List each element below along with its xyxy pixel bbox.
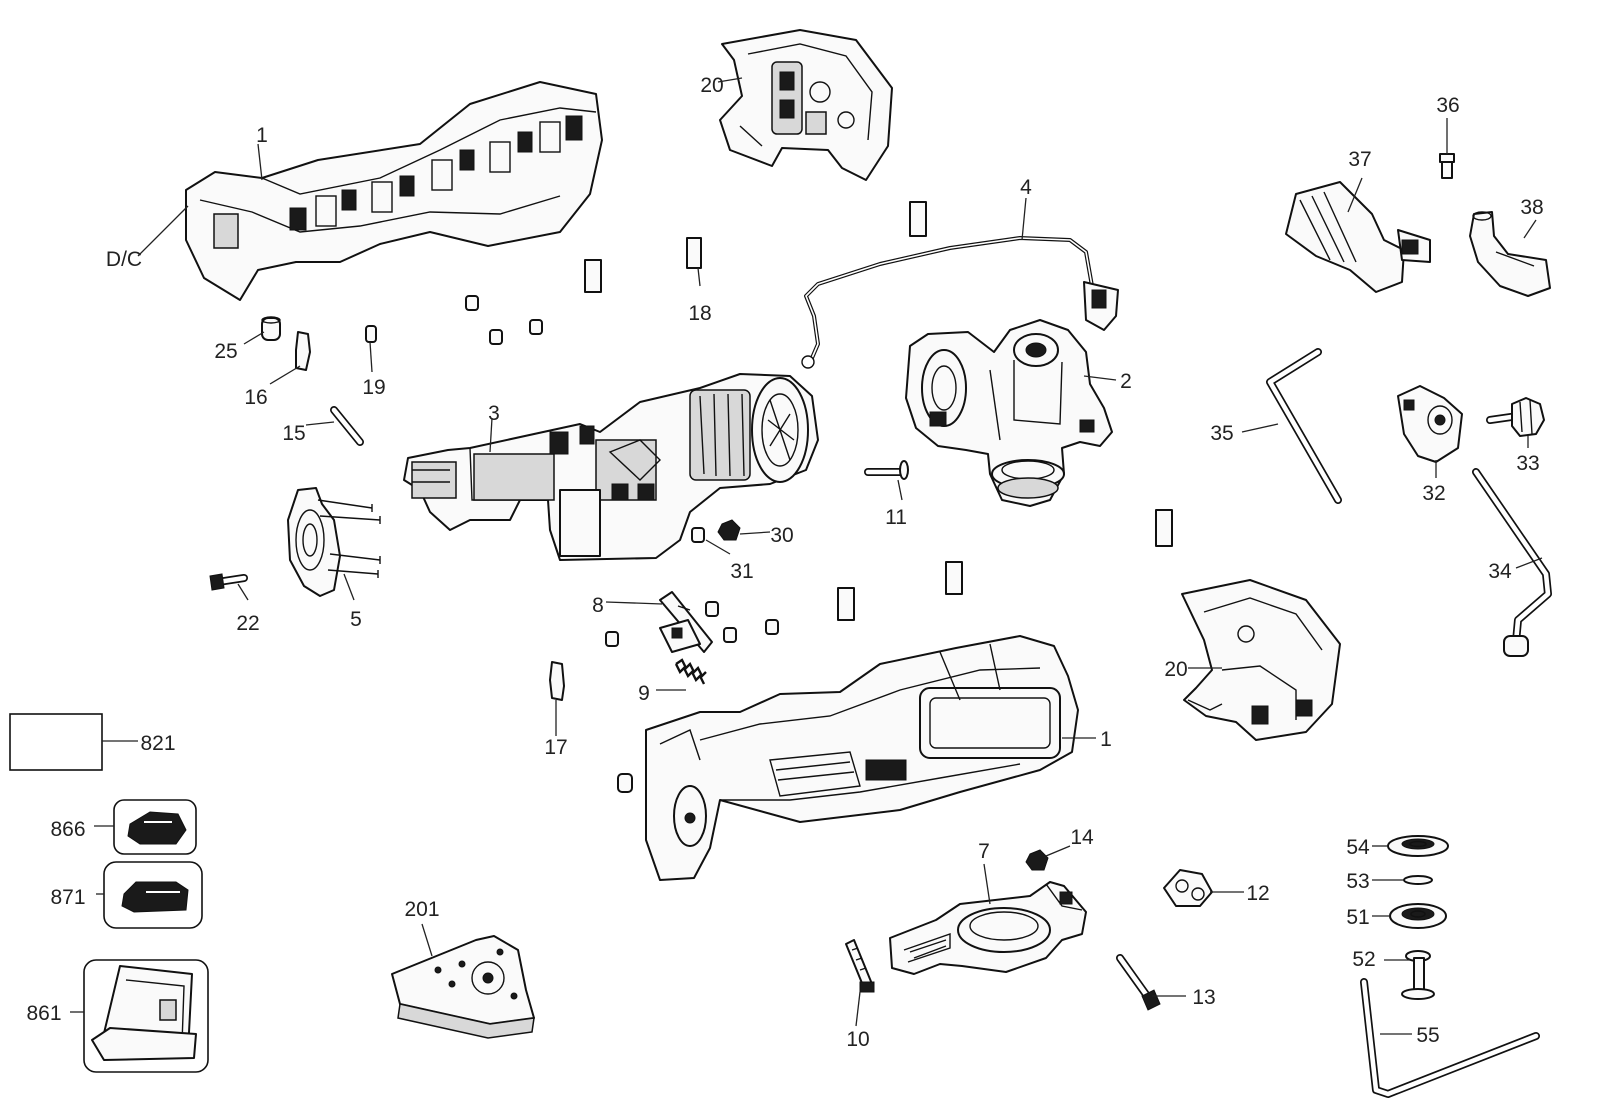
label-dc: D/C bbox=[106, 248, 142, 271]
label-13: 13 bbox=[1192, 986, 1215, 1009]
label-871: 871 bbox=[50, 886, 85, 909]
label-31: 31 bbox=[730, 560, 753, 583]
label-14: 14 bbox=[1070, 826, 1094, 849]
label-16: 16 bbox=[244, 386, 267, 409]
label-34: 34 bbox=[1488, 560, 1512, 583]
label-821: 821 bbox=[140, 732, 175, 755]
flange-part-54 bbox=[1387, 835, 1449, 857]
rear-cover-top-part-20 bbox=[719, 29, 893, 181]
small-screws-and-nuts bbox=[365, 295, 779, 793]
label-2: 2 bbox=[1120, 370, 1132, 393]
dust-nozzle-part-38 bbox=[1469, 211, 1551, 297]
bent-key-part-34 bbox=[1472, 468, 1552, 657]
nut-part-14 bbox=[1025, 849, 1049, 871]
pin-part-11 bbox=[864, 460, 909, 480]
housing-half-bottom-part-1 bbox=[645, 635, 1079, 881]
label-1-bot: 1 bbox=[1100, 728, 1112, 751]
label-25: 25 bbox=[214, 340, 237, 363]
washer-part-53 bbox=[1403, 875, 1433, 885]
label-8: 8 bbox=[592, 594, 604, 617]
label-12: 12 bbox=[1246, 882, 1269, 905]
label-5: 5 bbox=[350, 608, 362, 631]
label-35: 35 bbox=[1210, 422, 1233, 445]
hex-key-part-35 bbox=[1266, 348, 1342, 504]
bolt-part-52 bbox=[1401, 950, 1435, 1000]
label-19: 19 bbox=[362, 376, 385, 399]
motor-assembly-part-3 bbox=[403, 373, 819, 561]
label-9: 9 bbox=[638, 682, 650, 705]
dust-adapter-part-37 bbox=[1285, 181, 1431, 293]
rear-cover-bottom-part-20 bbox=[1181, 579, 1341, 741]
spring-part-9 bbox=[674, 658, 707, 685]
label-33: 33 bbox=[1516, 452, 1539, 475]
wire-harness-part-4 bbox=[801, 236, 1119, 369]
label-37: 37 bbox=[1348, 148, 1371, 171]
callout-labels: 1 D/C 20 4 36 37 38 18 25 16 19 2 3 15 3… bbox=[26, 74, 1543, 1051]
label-3: 3 bbox=[488, 402, 500, 425]
screw-part-10 bbox=[845, 939, 875, 993]
label-30: 30 bbox=[770, 524, 793, 547]
screw-part-22 bbox=[209, 573, 248, 591]
kit-box-part-861 bbox=[83, 959, 209, 1073]
label-55: 55 bbox=[1416, 1024, 1439, 1047]
clamp-base-part-7 bbox=[889, 881, 1087, 975]
box-part-821 bbox=[9, 713, 103, 771]
label-51: 51 bbox=[1346, 906, 1369, 929]
label-20-bot: 20 bbox=[1164, 658, 1187, 681]
label-53: 53 bbox=[1346, 870, 1369, 893]
label-54: 54 bbox=[1346, 836, 1370, 859]
pin-part-15 bbox=[330, 406, 364, 446]
label-1-top: 1 bbox=[256, 124, 268, 147]
screw-part-13 bbox=[1116, 954, 1161, 1011]
gear-head-part-2 bbox=[905, 319, 1113, 507]
label-52: 52 bbox=[1352, 948, 1375, 971]
clip-part-17 bbox=[549, 661, 565, 701]
small-brush-blocks bbox=[584, 201, 1173, 621]
label-4: 4 bbox=[1020, 176, 1032, 199]
brush-holder-part-5 bbox=[287, 487, 381, 597]
knob-part-33 bbox=[1486, 397, 1545, 437]
clamp-part-32 bbox=[1397, 385, 1463, 463]
label-32: 32 bbox=[1422, 482, 1445, 505]
screw-part-36 bbox=[1439, 153, 1455, 179]
flange-part-51 bbox=[1389, 903, 1447, 929]
label-15: 15 bbox=[282, 422, 305, 445]
nut-part-30 bbox=[717, 519, 741, 541]
label-866: 866 bbox=[50, 818, 85, 841]
housing-half-top-part-1 bbox=[185, 81, 603, 301]
label-861: 861 bbox=[26, 1002, 61, 1025]
label-11: 11 bbox=[885, 506, 907, 529]
battery-part-871 bbox=[103, 861, 203, 929]
label-10: 10 bbox=[846, 1028, 869, 1051]
label-22: 22 bbox=[236, 612, 259, 635]
label-18: 18 bbox=[688, 302, 711, 325]
hex-key-part-55 bbox=[1360, 978, 1540, 1098]
shaft-lock-part-8 bbox=[659, 591, 713, 653]
charger-part-866 bbox=[113, 799, 197, 855]
sanding-pad-part-201 bbox=[391, 935, 535, 1039]
label-201: 201 bbox=[404, 898, 439, 921]
clip-part-16 bbox=[295, 331, 311, 371]
bushing-part-25 bbox=[261, 316, 281, 341]
label-36: 36 bbox=[1436, 94, 1459, 117]
label-38: 38 bbox=[1520, 196, 1543, 219]
washer-part-31 bbox=[691, 527, 705, 543]
label-17: 17 bbox=[544, 736, 567, 759]
label-20-top: 20 bbox=[700, 74, 723, 97]
label-7: 7 bbox=[978, 840, 990, 863]
